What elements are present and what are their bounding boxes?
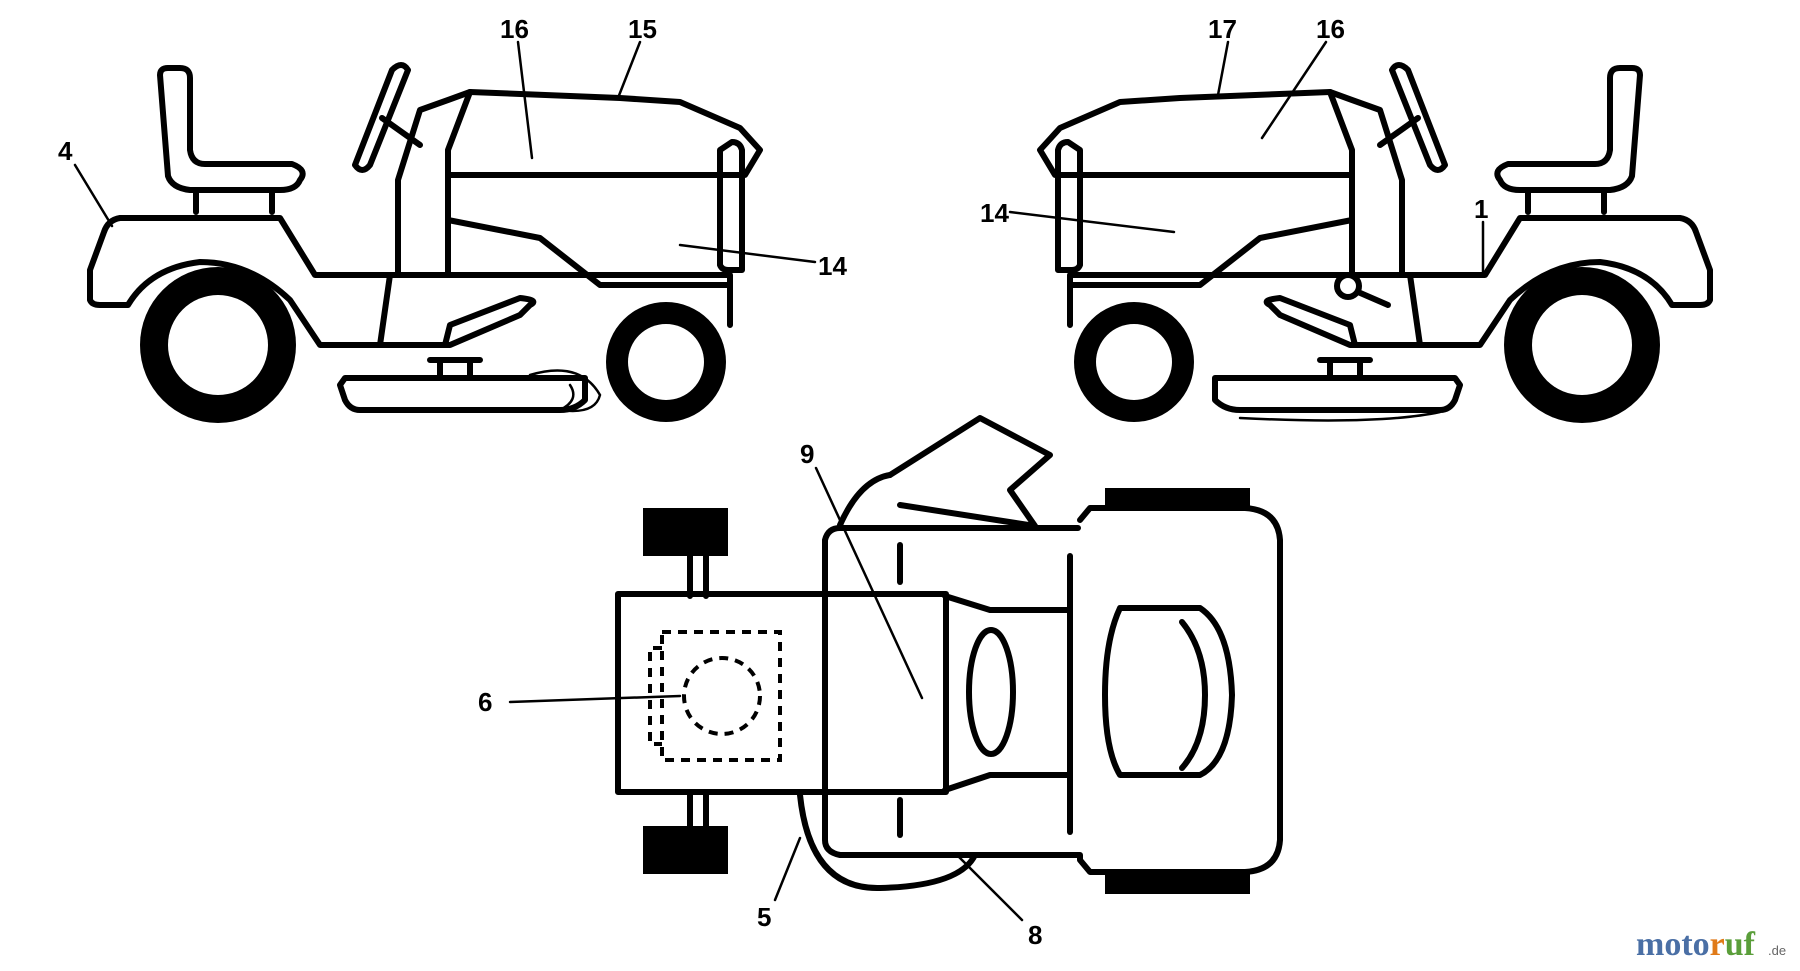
deck-skirt bbox=[1238, 410, 1442, 422]
front-wheel-hub bbox=[628, 324, 704, 400]
steering-column bbox=[1377, 115, 1421, 148]
callout-16: 16 bbox=[500, 14, 529, 44]
callout-16: 16 bbox=[1316, 14, 1345, 44]
leader-14 bbox=[1008, 210, 1176, 234]
callout-17: 17 bbox=[1208, 14, 1237, 44]
steering-housing bbox=[942, 593, 1073, 793]
front-right-tire bbox=[643, 826, 728, 874]
leader-14 bbox=[678, 243, 817, 264]
lift-lever-knob bbox=[1334, 272, 1362, 300]
callout-4: 4 bbox=[58, 136, 73, 166]
leader-4 bbox=[73, 163, 114, 228]
tractor-left-side-view: 4 16 15 14 bbox=[58, 14, 847, 423]
deck-support bbox=[427, 357, 483, 381]
front-wheel-hub bbox=[1096, 324, 1172, 400]
dash-console bbox=[1327, 89, 1405, 278]
steering-column bbox=[379, 115, 423, 148]
watermark-part1: moto bbox=[1636, 926, 1710, 963]
callout-14: 14 bbox=[818, 251, 847, 281]
leader-16 bbox=[516, 40, 534, 160]
callout-6: 6 bbox=[478, 687, 492, 717]
tractor-right-side-view: 17 16 14 1 bbox=[980, 14, 1713, 423]
seat-pedestal bbox=[1525, 187, 1607, 215]
mower-deck bbox=[337, 375, 588, 413]
callout-1: 1 bbox=[1474, 194, 1488, 224]
steering-wheel-top bbox=[966, 627, 1016, 757]
front-left-tire bbox=[643, 508, 728, 556]
leader-5 bbox=[773, 836, 802, 902]
air-filter-outline bbox=[682, 656, 762, 736]
tractor-top-view: 9 6 5 8 bbox=[478, 415, 1283, 950]
deck-outline-bottom bbox=[797, 792, 978, 892]
discharge-chute bbox=[528, 369, 602, 413]
watermark-suffix: .de bbox=[1768, 943, 1786, 958]
lift-lever bbox=[1355, 289, 1391, 308]
deck-outline-top bbox=[837, 472, 893, 528]
seat bbox=[157, 65, 306, 193]
leader-6 bbox=[508, 694, 682, 704]
callout-5: 5 bbox=[757, 902, 771, 932]
engine-outline bbox=[660, 630, 782, 762]
grille bbox=[717, 139, 745, 273]
seat-top bbox=[1102, 605, 1235, 778]
seat-back-top bbox=[1179, 619, 1208, 771]
callout-8: 8 bbox=[1028, 920, 1042, 950]
seat bbox=[1494, 65, 1643, 193]
seat-pedestal bbox=[193, 187, 275, 215]
foot-pedal bbox=[377, 295, 537, 348]
engine-outline-offset bbox=[648, 646, 662, 746]
frame bbox=[1067, 272, 1453, 328]
rear-body bbox=[822, 505, 1283, 875]
callout-9: 9 bbox=[800, 439, 814, 469]
grille bbox=[1055, 139, 1083, 273]
leader-15 bbox=[616, 40, 642, 100]
rear-left-tire bbox=[1105, 488, 1250, 510]
svg-text:motoruf: motoruf bbox=[1636, 926, 1756, 963]
rear-wheel-hub bbox=[168, 295, 268, 395]
rear-right-tire bbox=[1105, 874, 1250, 894]
hood-side-panel bbox=[1067, 217, 1355, 288]
steering-wheel bbox=[1389, 62, 1448, 173]
watermark-logo: motoruf .de bbox=[1636, 926, 1786, 963]
frame bbox=[347, 272, 733, 328]
rear-fender bbox=[1407, 215, 1713, 348]
hood bbox=[1037, 89, 1355, 278]
hood bbox=[445, 89, 763, 278]
watermark-part2: r bbox=[1710, 926, 1725, 963]
callout-15: 15 bbox=[628, 14, 657, 44]
deck-support bbox=[1317, 357, 1373, 381]
rear-wheel-hub bbox=[1532, 295, 1632, 395]
rear-fender bbox=[87, 215, 393, 348]
hood-side-panel bbox=[445, 217, 733, 288]
foot-pedal bbox=[1263, 295, 1423, 348]
callout-14: 14 bbox=[980, 198, 1009, 228]
leader-9 bbox=[814, 466, 924, 700]
front-axle-stub-top bbox=[687, 553, 709, 599]
deck-discharge-chute bbox=[887, 415, 1053, 529]
mower-deck bbox=[1212, 375, 1463, 413]
leader-17 bbox=[1216, 40, 1230, 97]
leader-8 bbox=[956, 854, 1024, 922]
hood-top bbox=[615, 591, 949, 795]
dash-console bbox=[395, 89, 473, 278]
steering-wheel bbox=[352, 62, 411, 173]
leader-16 bbox=[1260, 40, 1328, 140]
front-axle-stub-bottom bbox=[687, 789, 709, 829]
watermark-part3: uf bbox=[1725, 926, 1756, 963]
